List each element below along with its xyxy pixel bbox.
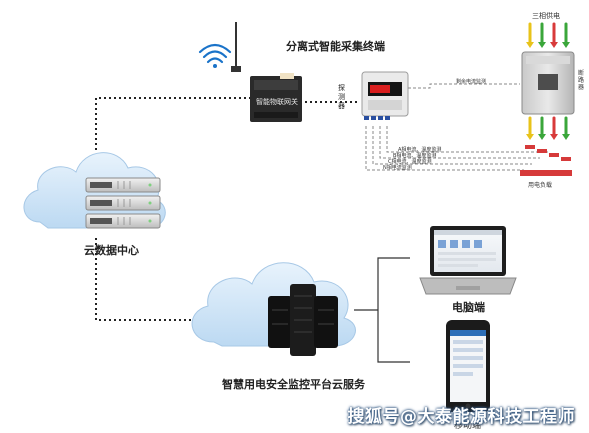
load-label: 用电负载 (528, 182, 553, 189)
signal-leak-label: 剩余电流监测 (456, 79, 487, 85)
detector-device (361, 71, 409, 120)
server-rack-icon (85, 177, 161, 229)
mobile-client-label: 移动端 (454, 421, 482, 431)
signal-c-label: C相电流、温度监测 (388, 159, 432, 165)
cloud-data-center-label: 云数据中心 (84, 244, 139, 257)
antenna-icon (231, 22, 241, 72)
gateway-title: 分离式智能采集终端 (286, 40, 385, 53)
phone-icon (446, 320, 490, 412)
breaker-label: 断路器 (578, 70, 585, 91)
pc-client-label: 电脑端 (452, 301, 485, 314)
breaker-device (521, 51, 575, 115)
wifi-icon (198, 43, 232, 68)
load-wires (526, 116, 570, 140)
gateway-device-label: 智能物联网关 (256, 98, 298, 106)
load-bus (520, 170, 572, 176)
watermark: 搜狐号@大泰能源科技工程师 (347, 407, 575, 427)
laptop-icon (419, 226, 517, 295)
signal-a-label: A相电流、温度监测 (398, 147, 442, 153)
network-links (95, 97, 360, 321)
current-transformers (525, 145, 571, 161)
three-phase-supply-label: 三相供电 (532, 12, 560, 20)
detector-label: 探测器 (338, 84, 345, 110)
supply-arrows (526, 22, 570, 48)
server-rack-icon (268, 284, 338, 356)
signal-wires (365, 83, 548, 171)
signal-n-label: N相电流监测 (383, 165, 412, 171)
client-bracket (354, 257, 410, 363)
signal-b-label: B相电流、温度监测 (393, 153, 437, 159)
cloud-service-label: 智慧用电安全监控平台云服务 (222, 378, 365, 391)
gateway-device (250, 73, 302, 122)
